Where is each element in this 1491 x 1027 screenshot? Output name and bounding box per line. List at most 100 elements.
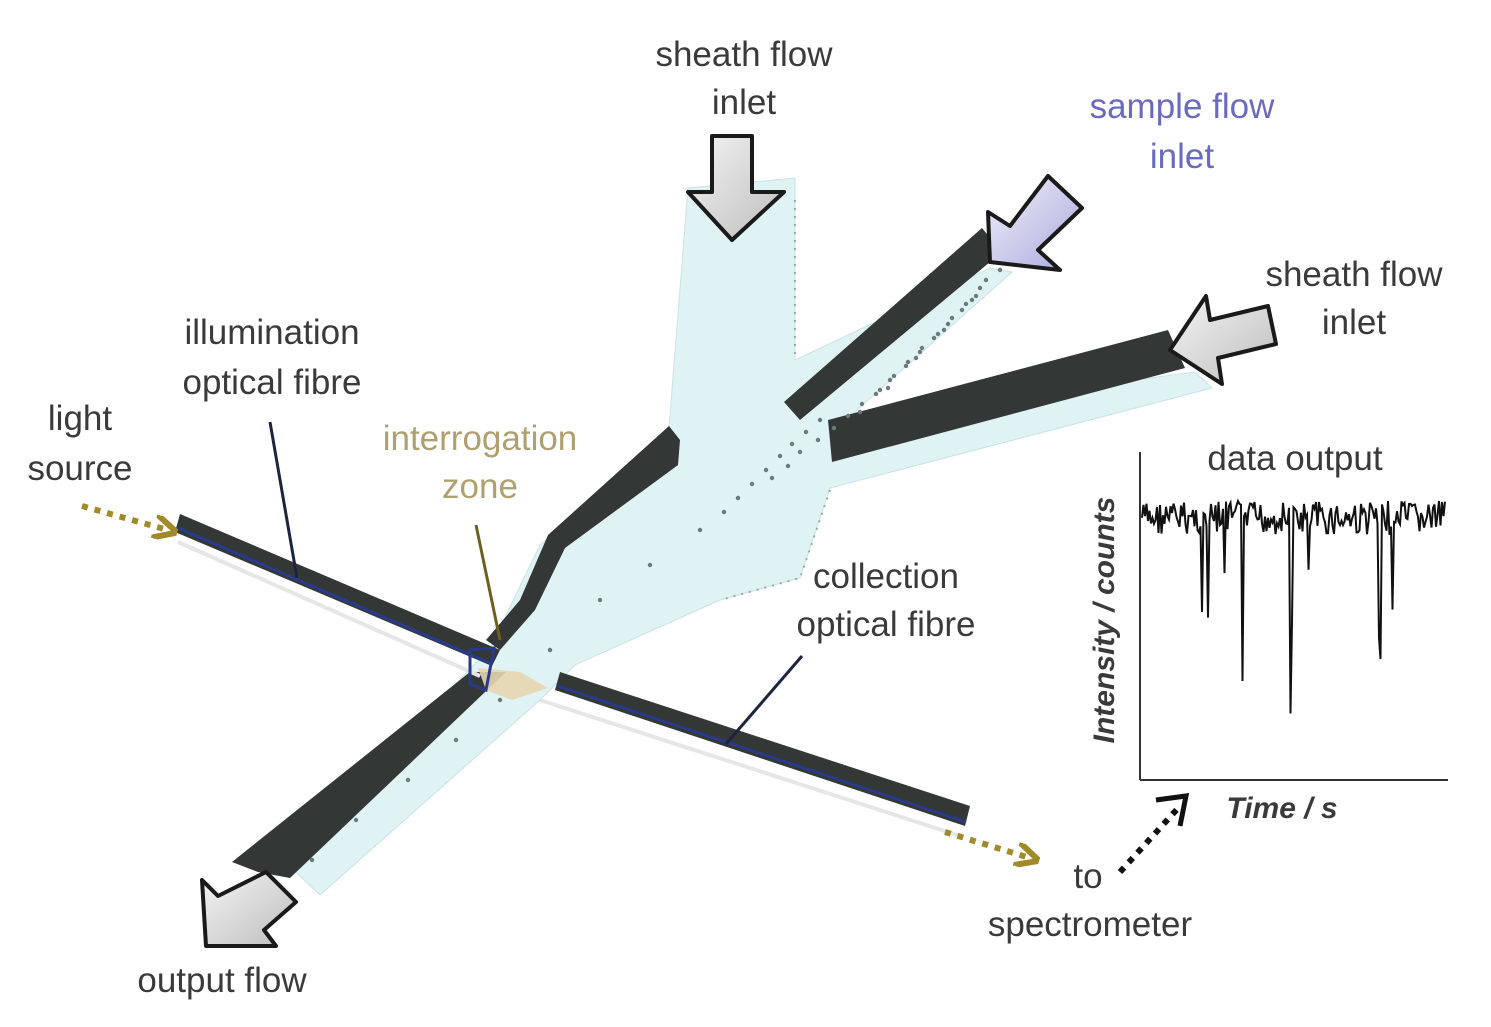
particle-dot [949, 315, 955, 321]
channel-body [284, 177, 1214, 896]
collection-label-line1: collection [813, 557, 959, 596]
particle-dot [749, 481, 755, 487]
particle-dot [945, 321, 951, 327]
output-flow-label: output flow [137, 961, 307, 1000]
particle-dot [453, 737, 459, 743]
channel-edge-dotted [719, 200, 831, 601]
illumination-pointer [268, 421, 299, 579]
particle-dot [647, 562, 653, 568]
light-source-label-line1: light [48, 399, 112, 438]
interrogation-zone [468, 646, 548, 700]
to-label: to [1073, 857, 1102, 896]
particle-dot [873, 391, 879, 397]
particle-dot [547, 647, 553, 653]
particle-dot [997, 267, 1003, 273]
particle-dot [935, 331, 941, 337]
spectrometer-label: spectrometer [988, 905, 1193, 944]
particle-dot [973, 293, 979, 299]
particle-dot [735, 495, 741, 501]
labels: sheath flow inlet sample flow inlet shea… [27, 35, 1443, 1000]
sample-inlet-label-line2: inlet [1150, 137, 1214, 176]
to-data-arrowhead-icon [1155, 793, 1190, 827]
particle-dot [697, 527, 703, 533]
particle-dot [497, 697, 503, 703]
signal-trace-line [1141, 498, 1446, 714]
plot-x-label: Time / s [1226, 792, 1337, 825]
to-data-arrow [1117, 803, 1183, 875]
particle-dot [919, 345, 925, 351]
interrogation-label-line1: interrogation [383, 419, 578, 458]
illumination-fibre [175, 514, 500, 666]
zone-outline [468, 646, 496, 693]
collection-label-line2: optical fibre [797, 605, 976, 644]
particle-dot [917, 349, 923, 355]
interrogation-pointer [474, 524, 502, 641]
light-source-arrow [81, 503, 168, 530]
lower-left-wall [232, 672, 506, 878]
sheath-top-label-line1: sheath flow [655, 35, 833, 74]
illumination-label-line1: illumination [184, 313, 359, 352]
particle-dot [597, 597, 603, 603]
illumination-label-line2: optical fibre [183, 363, 362, 402]
particle-dot [913, 355, 919, 361]
sheath-top-arrow-icon [686, 134, 786, 242]
sample-inlet-arrow-icon [986, 174, 1084, 272]
illumination-fibre-highlight [177, 526, 493, 666]
zone-patch [478, 668, 548, 700]
interrogation-label-line2: zone [442, 467, 518, 506]
optical-fibres [175, 514, 970, 838]
collection-pointer [724, 655, 804, 745]
particle-dot [959, 307, 965, 313]
plot-title: data output [1207, 439, 1382, 478]
sheath-top-label-line2: inlet [712, 83, 776, 122]
particle-dot [785, 463, 791, 469]
particle-dot [905, 359, 911, 365]
plot-y-label: Intensity / counts [1088, 497, 1121, 744]
particle-dot [797, 449, 803, 455]
output-flow-arrow-icon [200, 870, 298, 948]
channel-walls [232, 228, 1185, 878]
particle-dot [903, 363, 909, 369]
particle-dot [405, 777, 411, 783]
particle-dot [769, 475, 775, 481]
particle-dot [931, 335, 937, 341]
particle-dot [845, 413, 851, 419]
right-sheath-wall [828, 330, 1185, 462]
particle-dot [983, 277, 989, 283]
collection-fibre-highlight [557, 684, 967, 824]
collection-fibre-shadow [539, 698, 961, 838]
particle-dot [891, 373, 897, 379]
particle-dot [887, 377, 893, 383]
particle-dot [831, 425, 837, 431]
particle-dot [817, 417, 823, 423]
particle-dot [815, 437, 821, 443]
particle-dot [353, 817, 359, 823]
to-spectrometer-arrow [944, 829, 1030, 858]
particle-dot [963, 301, 969, 307]
sheath-right-label-line2: inlet [1322, 303, 1386, 342]
particle-dot [877, 387, 883, 393]
plot-signal-trace [1141, 498, 1446, 714]
sample-inlet-label-line1: sample flow [1090, 87, 1276, 126]
particle-dot [977, 285, 983, 291]
particle-dot [309, 857, 315, 863]
particle-dot [803, 429, 809, 435]
particle-dot [859, 401, 865, 407]
sheath-right-label-line1: sheath flow [1265, 255, 1443, 294]
particle-dot [941, 327, 947, 333]
data-output-plot: data output Intensity / counts Time / s [1088, 439, 1448, 825]
particle-dot [721, 509, 727, 515]
sheath-right-arrow-icon [1168, 294, 1278, 386]
particle-dot [857, 409, 863, 415]
particle-dot [763, 467, 769, 473]
illumination-fibre-shadow [177, 540, 481, 678]
sample-channel-wall [784, 228, 1002, 420]
particle-dot [777, 453, 783, 459]
left-wall [486, 426, 680, 650]
flow-channel [284, 177, 1214, 896]
particle-dot [969, 297, 975, 303]
particle-dot [885, 385, 891, 391]
light-source-label-line2: source [27, 449, 132, 488]
